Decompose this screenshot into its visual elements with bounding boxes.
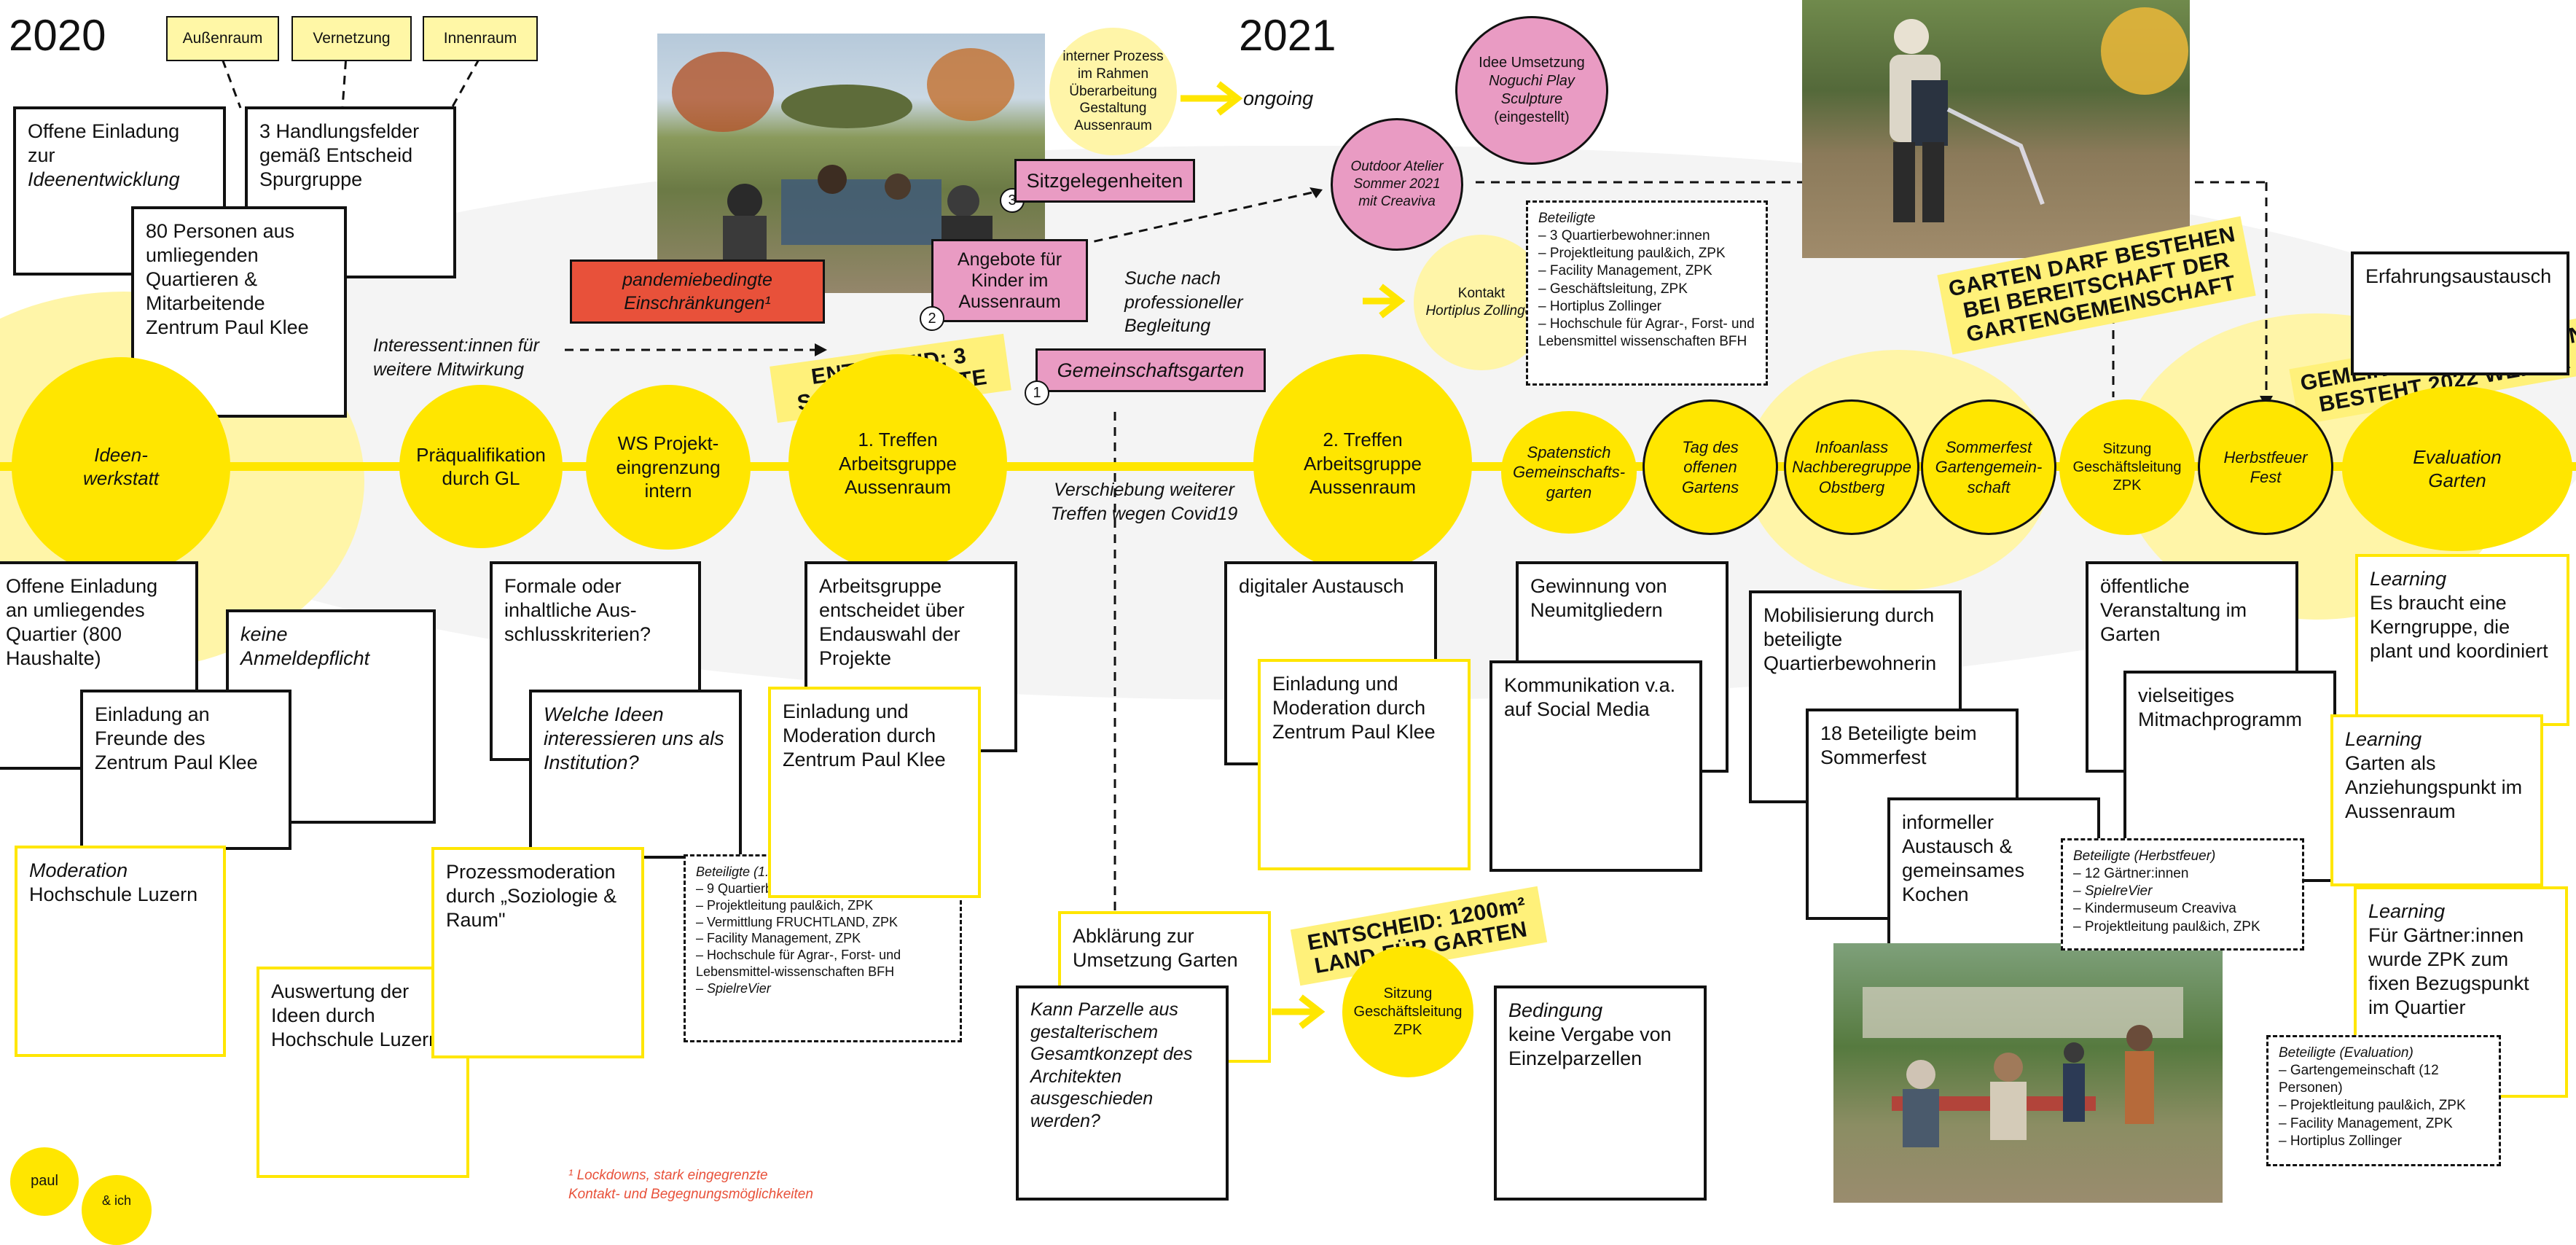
photo-group-outdoor (1833, 943, 2223, 1203)
einladung-moderation-2-box: Einladung und Moderation durch Zentrum P… (1258, 659, 1471, 870)
sitzung-gl-2-circle: Sitzung Geschäftsleitung ZPK (1342, 946, 1473, 1077)
beteiligte-herbst-box: Beteiligte (Herbstfeuer) – 12 Gärtner:in… (2061, 838, 2304, 951)
year-2021: 2021 (1239, 11, 1336, 60)
sommerfest-circle: Sommerfest Gartengemein-schaft (1921, 399, 2056, 535)
suche-label: Suche nach professioneller Begleitung (1124, 268, 1243, 336)
prozessmoderation-box: Prozessmoderation durch „Soziologie & Ra… (431, 847, 644, 1058)
auswertung-box: Auswertung der Ideen durch Hochschule Lu… (257, 967, 469, 1178)
footnote: ¹ Lockdowns, stark eingegrenzte Kontakt-… (568, 1168, 813, 1202)
beteiligte-top-box: Beteiligte – 3 Quartierbewohner:innen – … (1526, 200, 1768, 386)
tag-innenraum: Innenraum (423, 16, 538, 61)
sitzgelegenheiten-box: Sitzgelegenheiten (1014, 159, 1195, 203)
ongoing-label: ongoing (1243, 87, 1314, 109)
interessent-label: Interessent:innen für weitere Mitwirkung (373, 335, 539, 380)
sitzung-gl-circle: Sitzung Geschäftsleitung ZPK (2059, 399, 2195, 535)
erfahrungsaustausch-box: Erfahrungsaustausch (2351, 251, 2569, 375)
einladung-freunde-box: Einladung an Freunde des Zentrum Paul Kl… (80, 690, 291, 850)
ideenwerkstatt-circle: Ideen-werkstatt (12, 357, 230, 576)
beteiligte-eval-box: Beteiligte (Evaluation) – Gartengemeinsc… (2266, 1035, 2501, 1166)
kann-parzelle-box: Kann Parzelle aus gestalterischem Gesamt… (1016, 986, 1229, 1201)
outdoor-atelier-circle: Outdoor Atelier Sommer 2021 mit Creaviva (1331, 118, 1463, 251)
treffen2-circle: 2. Treffen Arbeitsgruppe Aussenraum (1253, 354, 1472, 573)
gemeinschaftsgarten-box: Gemeinschaftsgarten (1036, 348, 1266, 392)
noguchi-circle: Idee Umsetzung Noguchi Play Sculpture (e… (1455, 16, 1608, 165)
interner-prozess-circle: interner Prozess im Rahmen Überarbeitung… (1049, 28, 1177, 155)
logo-paul: paul (10, 1147, 79, 1216)
tag-offenen-circle: Tag des offenen Gartens (1643, 399, 1778, 535)
photo-gardener (1802, 0, 2190, 258)
learning-1-box: Learning Es braucht eine Kerngruppe, die… (2355, 554, 2569, 726)
kommunikation-box: Kommunikation v.a. auf Social Media (1489, 660, 1702, 872)
pandemie-box: pandemiebedingte Einschränkungen¹ (570, 259, 825, 324)
angebote-kinder-box: Angebote für Kinder im Aussenraum (931, 239, 1088, 322)
einladung-moderation-1-box: Einladung und Moderation durch Zentrum P… (768, 687, 981, 898)
welche-ideen-box: Welche Ideen interessieren uns als Insti… (529, 690, 742, 859)
tag-vernetzung: Vernetzung (291, 16, 412, 61)
tag-aussenraum: Außenraum (166, 16, 279, 61)
ws-projekt-circle: WS Projekt-eingrenzung intern (586, 385, 751, 550)
evaluation-circle: Evaluation Garten (2342, 386, 2572, 551)
spatenstich-circle: Spatenstich Gemeinschafts-garten (1501, 411, 1637, 534)
marker-2: 2 (920, 306, 944, 331)
herbstfeuer-circle: Herbstfeuer Fest (2198, 399, 2333, 535)
infoanlass-circle: Infoanlass Nachberegruppe Obstberg (1784, 399, 1919, 535)
marker-1: 1 (1025, 380, 1049, 405)
treffen1-circle: 1. Treffen Arbeitsgruppe Aussenraum (788, 354, 1007, 573)
moderation-hs-box: Moderation Hochschule Luzern (15, 846, 226, 1057)
verschiebung-label: Verschiebung weiterer Treffen wegen Covi… (1050, 480, 1238, 524)
year-2020: 2020 (9, 11, 106, 60)
praequalifikation-circle: Präqualifikation durch GL (399, 385, 563, 548)
logo-ich: & ich (82, 1175, 152, 1245)
learning-2-box: Learning Garten als Anziehungspunkt im A… (2330, 714, 2543, 886)
bedingung-box: Bedingung keine Vergabe von Einzelparzel… (1494, 986, 1707, 1201)
